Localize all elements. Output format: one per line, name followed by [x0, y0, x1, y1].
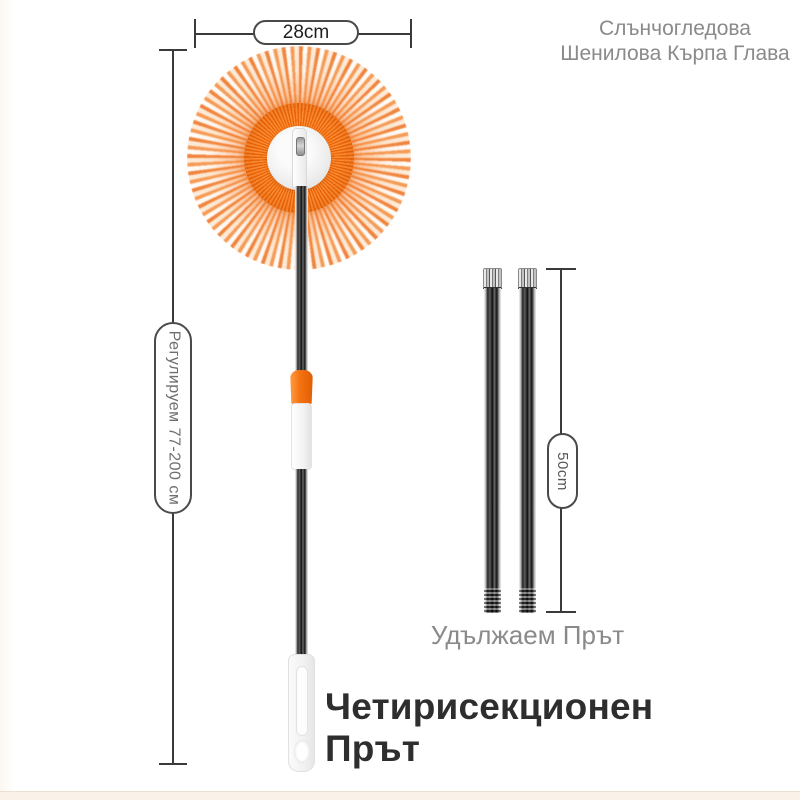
pole-length-value: Регулируем 77-200 см	[165, 330, 182, 506]
extension-length-bottom-tick	[546, 611, 576, 613]
pole-length-top-tick	[159, 49, 187, 51]
bottom-title: Четирисекционен Прът	[325, 686, 654, 769]
product-heading: Слънчогледова Шенилова Кърпа Глава	[555, 16, 795, 66]
extension-pole-1-body	[484, 288, 501, 613]
extension-pole-1	[483, 268, 502, 613]
head-width-right-tick	[410, 19, 412, 48]
mop-pole-orange-collar	[290, 370, 313, 404]
extension-pole-1-top-cap	[483, 268, 502, 289]
mop-handle-inset	[296, 666, 308, 736]
left-edge-tint	[0, 0, 14, 800]
extension-pole-1-bottom-rib	[484, 588, 501, 613]
mop-handle-hang-hole	[294, 740, 310, 763]
extension-pole-2-top-cap	[518, 268, 537, 289]
extension-length-top-tick	[546, 268, 576, 270]
bottom-strip	[0, 791, 800, 800]
mop-pole-upper-section	[295, 186, 308, 373]
extension-pole-2-body	[519, 288, 536, 613]
extension-pole-2	[518, 268, 537, 613]
extension-pole-2-bottom-rib	[519, 588, 536, 613]
dimension-pill-extension-length: 50cm	[547, 433, 578, 509]
mop-pole-lower-section	[295, 469, 308, 659]
dimension-pill-head-width: 28cm	[253, 20, 359, 45]
pole-length-bottom-tick	[159, 763, 187, 765]
extension-length-value: 50cm	[554, 451, 571, 491]
head-width-left-tick	[194, 19, 196, 48]
extension-pole-label: Удължаем Прът	[430, 620, 625, 650]
product-heading-line2: Шенилова Кърпа Глава	[560, 42, 790, 65]
product-heading-line1: Слънчогледова	[599, 17, 751, 40]
mop-pole-white-section	[291, 403, 312, 470]
dimension-pill-pole-length: Регулируем 77-200 см	[154, 322, 192, 514]
head-width-value: 28cm	[282, 21, 330, 43]
mop-head-joint-clip	[296, 137, 305, 156]
